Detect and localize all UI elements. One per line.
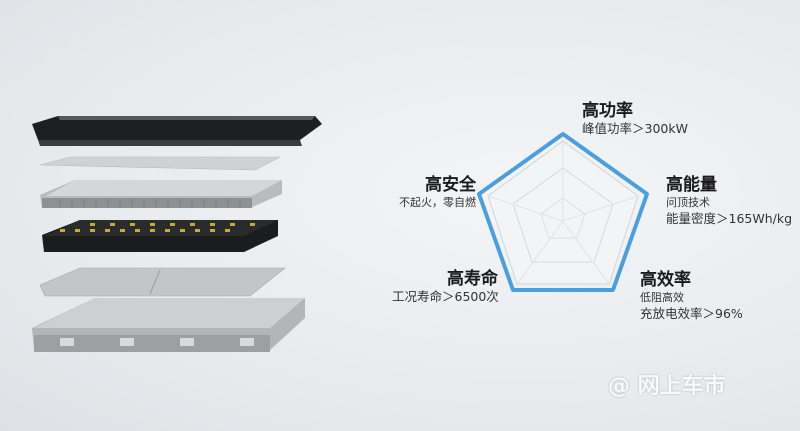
insulation-sheet <box>39 156 281 171</box>
feature-title: 高安全 <box>425 175 476 195</box>
radar-grid-core <box>540 197 586 239</box>
at-icon: @ <box>608 374 630 399</box>
feature-detail: 问顶技术 <box>666 196 710 209</box>
feature-detail: 低阻高效 <box>640 291 684 304</box>
feature-detail: 能量密度＞165Wh/kg <box>666 211 793 226</box>
radar-outline <box>477 132 649 292</box>
watermark-text: 网上车市 <box>637 374 726 399</box>
feature-high-energy: 高能量 问顶技术 能量密度＞165Wh/kg <box>666 170 792 227</box>
feature-title: 高效率 <box>640 270 691 290</box>
radar-grid-inner <box>512 167 614 263</box>
cooling-plate <box>39 267 286 297</box>
watermark-logo: @ 网上车市 <box>608 368 726 400</box>
feature-detail: 峰值功率＞300kW <box>582 121 688 136</box>
feature-detail: 工况寿命＞6500次 <box>392 289 499 304</box>
feature-high-efficiency: 高效率 低阻高效 充放电效率＞96% <box>640 265 743 322</box>
feature-title: 高寿命 <box>447 269 498 289</box>
radar-axes <box>487 141 639 285</box>
feature-high-safety: 高安全 不起火，零自燃 <box>380 170 476 211</box>
radar-chart <box>477 132 649 292</box>
feature-high-power: 高功率 峰值功率＞300kW <box>582 96 688 137</box>
feature-long-life: 高寿命 工况寿命＞6500次 <box>392 264 499 305</box>
battery-cells <box>42 220 278 252</box>
feature-title: 高功率 <box>582 101 633 121</box>
feature-detail: 不起火，零自燃 <box>399 196 476 209</box>
feature-title: 高能量 <box>666 175 717 195</box>
battery-tray <box>32 298 305 352</box>
module-frame <box>40 180 282 208</box>
battery-top-cover <box>32 116 322 146</box>
feature-detail: 充放电效率＞96% <box>640 306 743 321</box>
